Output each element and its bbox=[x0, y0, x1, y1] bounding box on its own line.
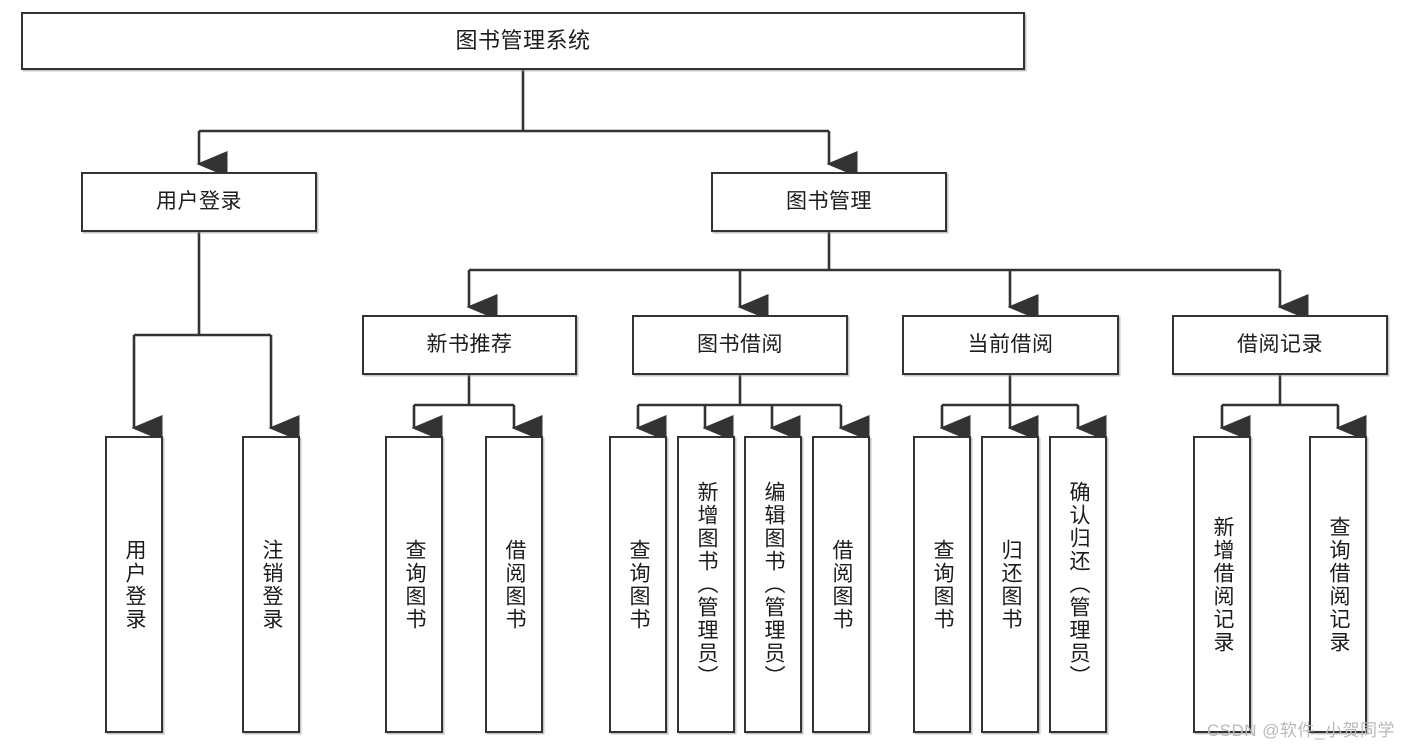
node-label: 图书管理系统 bbox=[455, 28, 591, 54]
node-leaf-query-borrow-record[interactable]: 查询借阅记录 bbox=[1309, 436, 1367, 733]
node-label: 图书借阅 bbox=[697, 332, 783, 356]
node-label: 编辑图书（管理员） bbox=[762, 481, 786, 688]
node-leaf-query-book-recommend[interactable]: 查询图书 bbox=[385, 436, 443, 733]
node-leaf-return-book[interactable]: 归还图书 bbox=[981, 436, 1039, 733]
node-leaf-confirm-return[interactable]: 确认归还（管理员） bbox=[1049, 436, 1107, 733]
node-label: 查询借阅记录 bbox=[1327, 515, 1351, 654]
node-label: 用户登录 bbox=[156, 189, 242, 213]
node-label: 当前借阅 bbox=[967, 332, 1054, 356]
node-leaf-borrow-book-recommend[interactable]: 借阅图书 bbox=[485, 436, 543, 733]
node-label: 注销登录 bbox=[260, 538, 284, 631]
node-label: 归还图书 bbox=[999, 538, 1023, 631]
node-label: 图书管理 bbox=[786, 189, 872, 213]
node-label: 查询图书 bbox=[627, 538, 651, 631]
node-label: 借阅图书 bbox=[830, 538, 854, 631]
node-label: 新增图书（管理员） bbox=[695, 481, 719, 688]
node-leaf-edit-book[interactable]: 编辑图书（管理员） bbox=[744, 436, 802, 733]
node-leaf-query-book-borrow[interactable]: 查询图书 bbox=[609, 436, 667, 733]
node-current-borrow[interactable]: 当前借阅 bbox=[902, 315, 1119, 375]
node-root-book-management-system[interactable]: 图书管理系统 bbox=[21, 12, 1025, 70]
node-label: 借阅记录 bbox=[1237, 332, 1323, 356]
node-label: 查询图书 bbox=[403, 538, 427, 631]
node-label: 用户登录 bbox=[123, 538, 147, 631]
node-leaf-query-book-current[interactable]: 查询图书 bbox=[913, 436, 971, 733]
watermark-text: CSDN @软件_小贺同学 bbox=[1206, 721, 1395, 740]
node-user-login[interactable]: 用户登录 bbox=[81, 172, 317, 232]
node-label: 借阅图书 bbox=[503, 538, 527, 631]
node-borrow-record[interactable]: 借阅记录 bbox=[1172, 315, 1388, 375]
node-leaf-add-borrow-record[interactable]: 新增借阅记录 bbox=[1193, 436, 1251, 733]
node-leaf-borrow-book[interactable]: 借阅图书 bbox=[812, 436, 870, 733]
node-label: 确认归还（管理员） bbox=[1067, 481, 1091, 688]
node-new-book-recommend[interactable]: 新书推荐 bbox=[362, 315, 577, 375]
node-leaf-add-book[interactable]: 新增图书（管理员） bbox=[677, 436, 735, 733]
node-leaf-user-logout[interactable]: 注销登录 bbox=[242, 436, 300, 733]
node-label: 查询图书 bbox=[931, 538, 955, 631]
node-label: 新书推荐 bbox=[426, 332, 513, 356]
node-book-management[interactable]: 图书管理 bbox=[711, 172, 947, 232]
node-book-borrow[interactable]: 图书借阅 bbox=[632, 315, 848, 375]
node-leaf-user-login[interactable]: 用户登录 bbox=[105, 436, 163, 733]
node-label: 新增借阅记录 bbox=[1211, 515, 1235, 654]
